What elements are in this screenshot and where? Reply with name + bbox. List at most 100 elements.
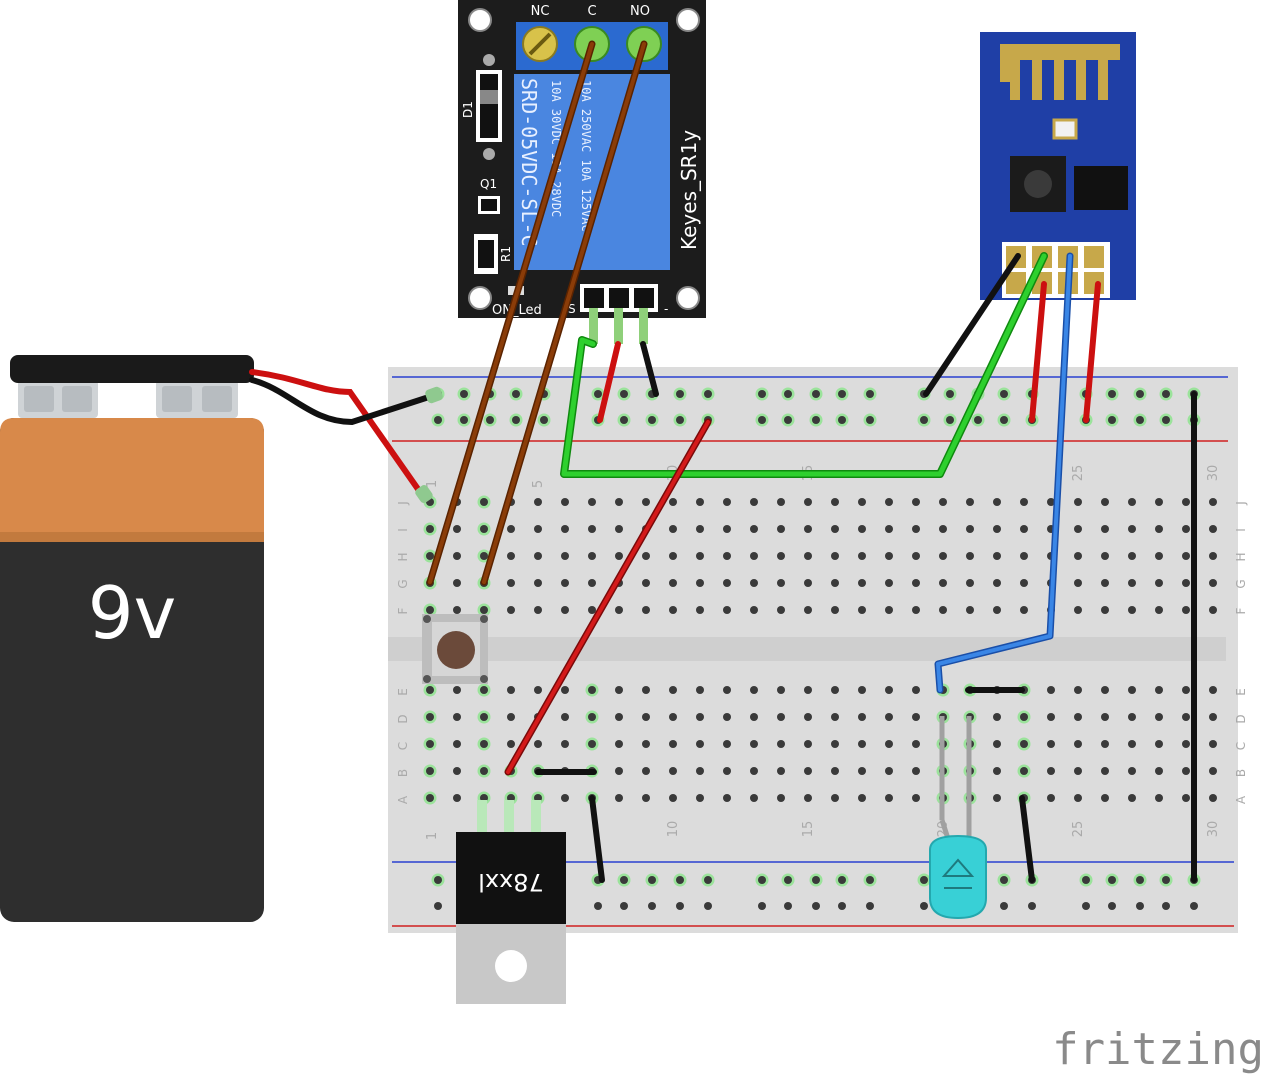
breadboard-hole[interactable] <box>1108 416 1116 424</box>
breadboard-hole[interactable] <box>642 794 650 802</box>
breadboard-hole[interactable] <box>1128 525 1136 533</box>
breadboard-hole[interactable] <box>1101 579 1109 587</box>
breadboard-hole[interactable] <box>615 767 623 775</box>
breadboard-hole[interactable] <box>831 767 839 775</box>
breadboard-hole[interactable] <box>534 686 542 694</box>
breadboard-hole[interactable] <box>750 686 758 694</box>
push-button[interactable] <box>422 614 488 684</box>
breadboard-hole[interactable] <box>615 713 623 721</box>
breadboard-hole[interactable] <box>561 552 569 560</box>
breadboard-hole[interactable] <box>588 525 596 533</box>
breadboard-hole[interactable] <box>480 525 488 533</box>
breadboard-hole[interactable] <box>696 767 704 775</box>
breadboard-hole[interactable] <box>561 579 569 587</box>
breadboard-hole[interactable] <box>507 579 515 587</box>
breadboard-hole[interactable] <box>534 606 542 614</box>
breadboard-hole[interactable] <box>804 767 812 775</box>
breadboard-hole[interactable] <box>946 416 954 424</box>
breadboard-hole[interactable] <box>1209 794 1217 802</box>
breadboard-hole[interactable] <box>648 876 656 884</box>
breadboard-hole[interactable] <box>453 552 461 560</box>
breadboard-hole[interactable] <box>939 552 947 560</box>
breadboard-hole[interactable] <box>1074 552 1082 560</box>
breadboard-hole[interactable] <box>1047 740 1055 748</box>
breadboard-hole[interactable] <box>696 686 704 694</box>
breadboard-hole[interactable] <box>777 767 785 775</box>
breadboard-hole[interactable] <box>784 876 792 884</box>
breadboard-hole[interactable] <box>866 902 874 910</box>
breadboard-hole[interactable] <box>777 794 785 802</box>
breadboard-hole[interactable] <box>993 552 1001 560</box>
breadboard-hole[interactable] <box>812 876 820 884</box>
battery-9v[interactable]: 9v <box>0 355 264 922</box>
breadboard-hole[interactable] <box>676 390 684 398</box>
breadboard-hole[interactable] <box>1047 713 1055 721</box>
breadboard-hole[interactable] <box>1101 767 1109 775</box>
breadboard-hole[interactable] <box>1155 606 1163 614</box>
breadboard-hole[interactable] <box>669 740 677 748</box>
breadboard-hole[interactable] <box>480 498 488 506</box>
breadboard-hole[interactable] <box>777 713 785 721</box>
breadboard-hole[interactable] <box>777 740 785 748</box>
breadboard-hole[interactable] <box>1020 606 1028 614</box>
breadboard-hole[interactable] <box>512 416 520 424</box>
breadboard-hole[interactable] <box>480 552 488 560</box>
breadboard-hole[interactable] <box>750 606 758 614</box>
breadboard-hole[interactable] <box>946 390 954 398</box>
breadboard-hole[interactable] <box>866 876 874 884</box>
breadboard-hole[interactable] <box>1047 686 1055 694</box>
breadboard-hole[interactable] <box>812 902 820 910</box>
breadboard-hole[interactable] <box>1000 416 1008 424</box>
breadboard-hole[interactable] <box>676 902 684 910</box>
breadboard-hole[interactable] <box>534 552 542 560</box>
breadboard-hole[interactable] <box>966 525 974 533</box>
breadboard-hole[interactable] <box>912 740 920 748</box>
breadboard-hole[interactable] <box>858 498 866 506</box>
breadboard-hole[interactable] <box>460 416 468 424</box>
breadboard-hole[interactable] <box>669 606 677 614</box>
breadboard-hole[interactable] <box>838 876 846 884</box>
breadboard-hole[interactable] <box>723 794 731 802</box>
breadboard-hole[interactable] <box>426 713 434 721</box>
breadboard-hole[interactable] <box>1028 902 1036 910</box>
breadboard-hole[interactable] <box>642 498 650 506</box>
breadboard-hole[interactable] <box>1020 525 1028 533</box>
breadboard-hole[interactable] <box>1128 498 1136 506</box>
breadboard-hole[interactable] <box>1128 606 1136 614</box>
breadboard-hole[interactable] <box>1155 498 1163 506</box>
breadboard-hole[interactable] <box>804 552 812 560</box>
breadboard-hole[interactable] <box>723 740 731 748</box>
breadboard-hole[interactable] <box>1155 552 1163 560</box>
breadboard-hole[interactable] <box>1128 552 1136 560</box>
breadboard-hole[interactable] <box>885 606 893 614</box>
breadboard-hole[interactable] <box>858 794 866 802</box>
esp01-pin-4[interactable] <box>1084 246 1104 268</box>
breadboard-hole[interactable] <box>912 552 920 560</box>
breadboard-hole[interactable] <box>1047 794 1055 802</box>
breadboard-hole[interactable] <box>507 552 515 560</box>
breadboard-hole[interactable] <box>588 579 596 587</box>
breadboard-hole[interactable] <box>939 525 947 533</box>
breadboard-hole[interactable] <box>594 390 602 398</box>
breadboard-hole[interactable] <box>804 794 812 802</box>
breadboard-hole[interactable] <box>507 606 515 614</box>
breadboard-hole[interactable] <box>723 525 731 533</box>
breadboard-hole[interactable] <box>723 606 731 614</box>
breadboard-hole[interactable] <box>620 416 628 424</box>
breadboard-hole[interactable] <box>885 498 893 506</box>
breadboard-hole[interactable] <box>1136 902 1144 910</box>
breadboard-hole[interactable] <box>642 713 650 721</box>
breadboard-hole[interactable] <box>453 606 461 614</box>
breadboard-hole[interactable] <box>1074 740 1082 748</box>
breadboard-hole[interactable] <box>750 794 758 802</box>
breadboard-hole[interactable] <box>480 686 488 694</box>
breadboard-hole[interactable] <box>669 713 677 721</box>
breadboard-hole[interactable] <box>1128 713 1136 721</box>
breadboard-hole[interactable] <box>831 552 839 560</box>
breadboard-hole[interactable] <box>453 713 461 721</box>
breadboard-hole[interactable] <box>1101 794 1109 802</box>
breadboard-hole[interactable] <box>1101 713 1109 721</box>
breadboard-hole[interactable] <box>426 794 434 802</box>
breadboard-hole[interactable] <box>1155 740 1163 748</box>
voltage-regulator[interactable]: 78xxl <box>456 800 566 1004</box>
